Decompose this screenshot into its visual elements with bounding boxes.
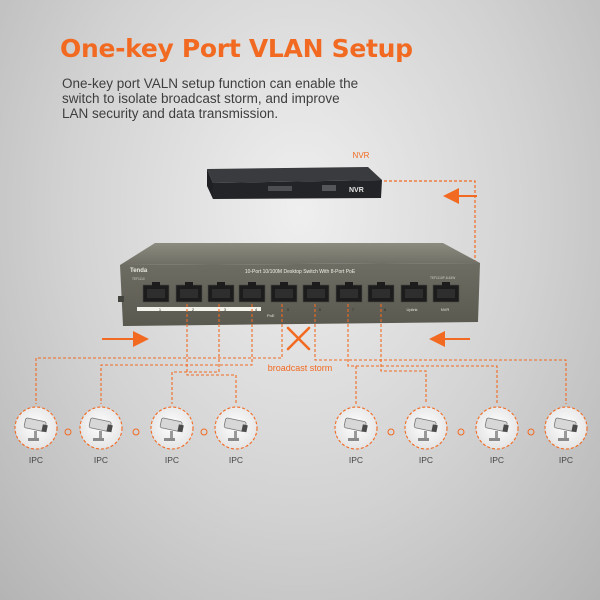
port-number: 8 [384, 307, 387, 312]
nvr-front-label: NVR [349, 187, 364, 194]
power-led [118, 296, 124, 302]
nvr-display [322, 185, 336, 191]
headline: One-key Port VLAN Setup [60, 34, 413, 63]
camera-icon [88, 417, 113, 441]
port-number: 6 [319, 307, 322, 312]
ip-camera: IPC [14, 406, 58, 465]
rj45-port-icon [238, 282, 266, 303]
ip-camera: IPC [475, 406, 519, 465]
nvr-label: NVR [353, 151, 370, 160]
separator-icon [457, 428, 465, 436]
description-line-2: switch to isolate broadcast storm, and i… [62, 91, 340, 106]
wire-camera-2 [100, 304, 253, 404]
camera-icon [23, 417, 48, 441]
rj45-port-icon [175, 282, 203, 303]
ip-camera: IPC [404, 406, 448, 465]
camera-icon [223, 417, 248, 441]
separator-icon [64, 428, 72, 436]
switch-model-right: TEF1110P-8-63W [430, 276, 455, 280]
poe-band [137, 307, 261, 311]
rj45-port-icon [432, 282, 460, 303]
camera-label: IPC [419, 455, 433, 465]
ip-camera: IPC [79, 406, 123, 465]
camera-icon [159, 417, 184, 441]
port-number-group: 1 2 3 4 5 6 7 8 [159, 307, 387, 312]
broadcast-label: broadcast storm [268, 363, 333, 373]
rj45-port-icon [142, 282, 170, 303]
rj45-port-icon [400, 282, 428, 303]
ip-camera: IPC [334, 406, 378, 465]
poe-label: PoE [267, 313, 275, 318]
port-number: 7 [352, 307, 355, 312]
rj45-port-icon [270, 282, 298, 303]
rj45-port-icon [302, 282, 330, 303]
ip-camera: IPC [214, 406, 258, 465]
camera-label: IPC [29, 455, 43, 465]
wire-camera-7 [347, 304, 498, 404]
camera-icon [343, 417, 368, 441]
separator-icon [132, 428, 140, 436]
rj45-port-icon [335, 282, 363, 303]
isolation-x-icon [286, 326, 311, 351]
rj45-port-icon [207, 282, 235, 303]
separator-icon [387, 428, 395, 436]
switch-device: Tenda 10-Port 10/100M Desktop Switch Wit… [118, 243, 480, 326]
camera-label: IPC [559, 455, 573, 465]
wire-camera-4 [186, 304, 237, 404]
separator-icon [527, 428, 535, 436]
camera-label: IPC [490, 455, 504, 465]
description: One-key port VALN setup function can ena… [62, 76, 402, 121]
ip-camera: IPC [544, 406, 588, 465]
switch-title: 10-Port 10/100M Desktop Switch With 8-Po… [245, 269, 356, 275]
port-number: 3 [224, 307, 227, 312]
port-number: 4 [255, 307, 258, 312]
camera-icon [484, 417, 509, 441]
port-group [142, 282, 460, 303]
camera-label: IPC [229, 455, 243, 465]
camera-wiring [35, 304, 567, 404]
rj45-port-icon [367, 282, 395, 303]
nvr-side [207, 169, 213, 199]
nvr-button-panel [268, 186, 292, 191]
nvr-front [213, 180, 382, 199]
camera-label: IPC [349, 455, 363, 465]
switch-top [120, 243, 480, 265]
wire-camera-1 [35, 304, 283, 404]
camera-icon [553, 417, 578, 441]
description-line-1: One-key port VALN setup function can ena… [62, 76, 359, 91]
camera-icon [413, 417, 438, 441]
uplink-label: Uplink [406, 307, 417, 312]
nvr-top [207, 167, 382, 183]
camera-row: IPC IPC IPC IPC IPC IPC IPC IPC [14, 406, 588, 465]
wire-camera-8 [314, 304, 567, 404]
ip-camera: IPC [150, 406, 194, 465]
port-number: 2 [192, 307, 195, 312]
camera-label: IPC [165, 455, 179, 465]
camera-label: IPC [94, 455, 108, 465]
port-number: 5 [287, 307, 290, 312]
switch-brand: Tenda [130, 268, 148, 274]
separator-icon [200, 428, 208, 436]
description-line-3: LAN security and data transmission. [62, 106, 279, 121]
nvr-device: NVR NVR [207, 151, 382, 199]
wire-camera-3 [171, 304, 220, 404]
switch-model-left: TEF1110 [132, 277, 145, 281]
port-number: 1 [159, 307, 162, 312]
nvr-port-label: NVR [441, 307, 450, 312]
